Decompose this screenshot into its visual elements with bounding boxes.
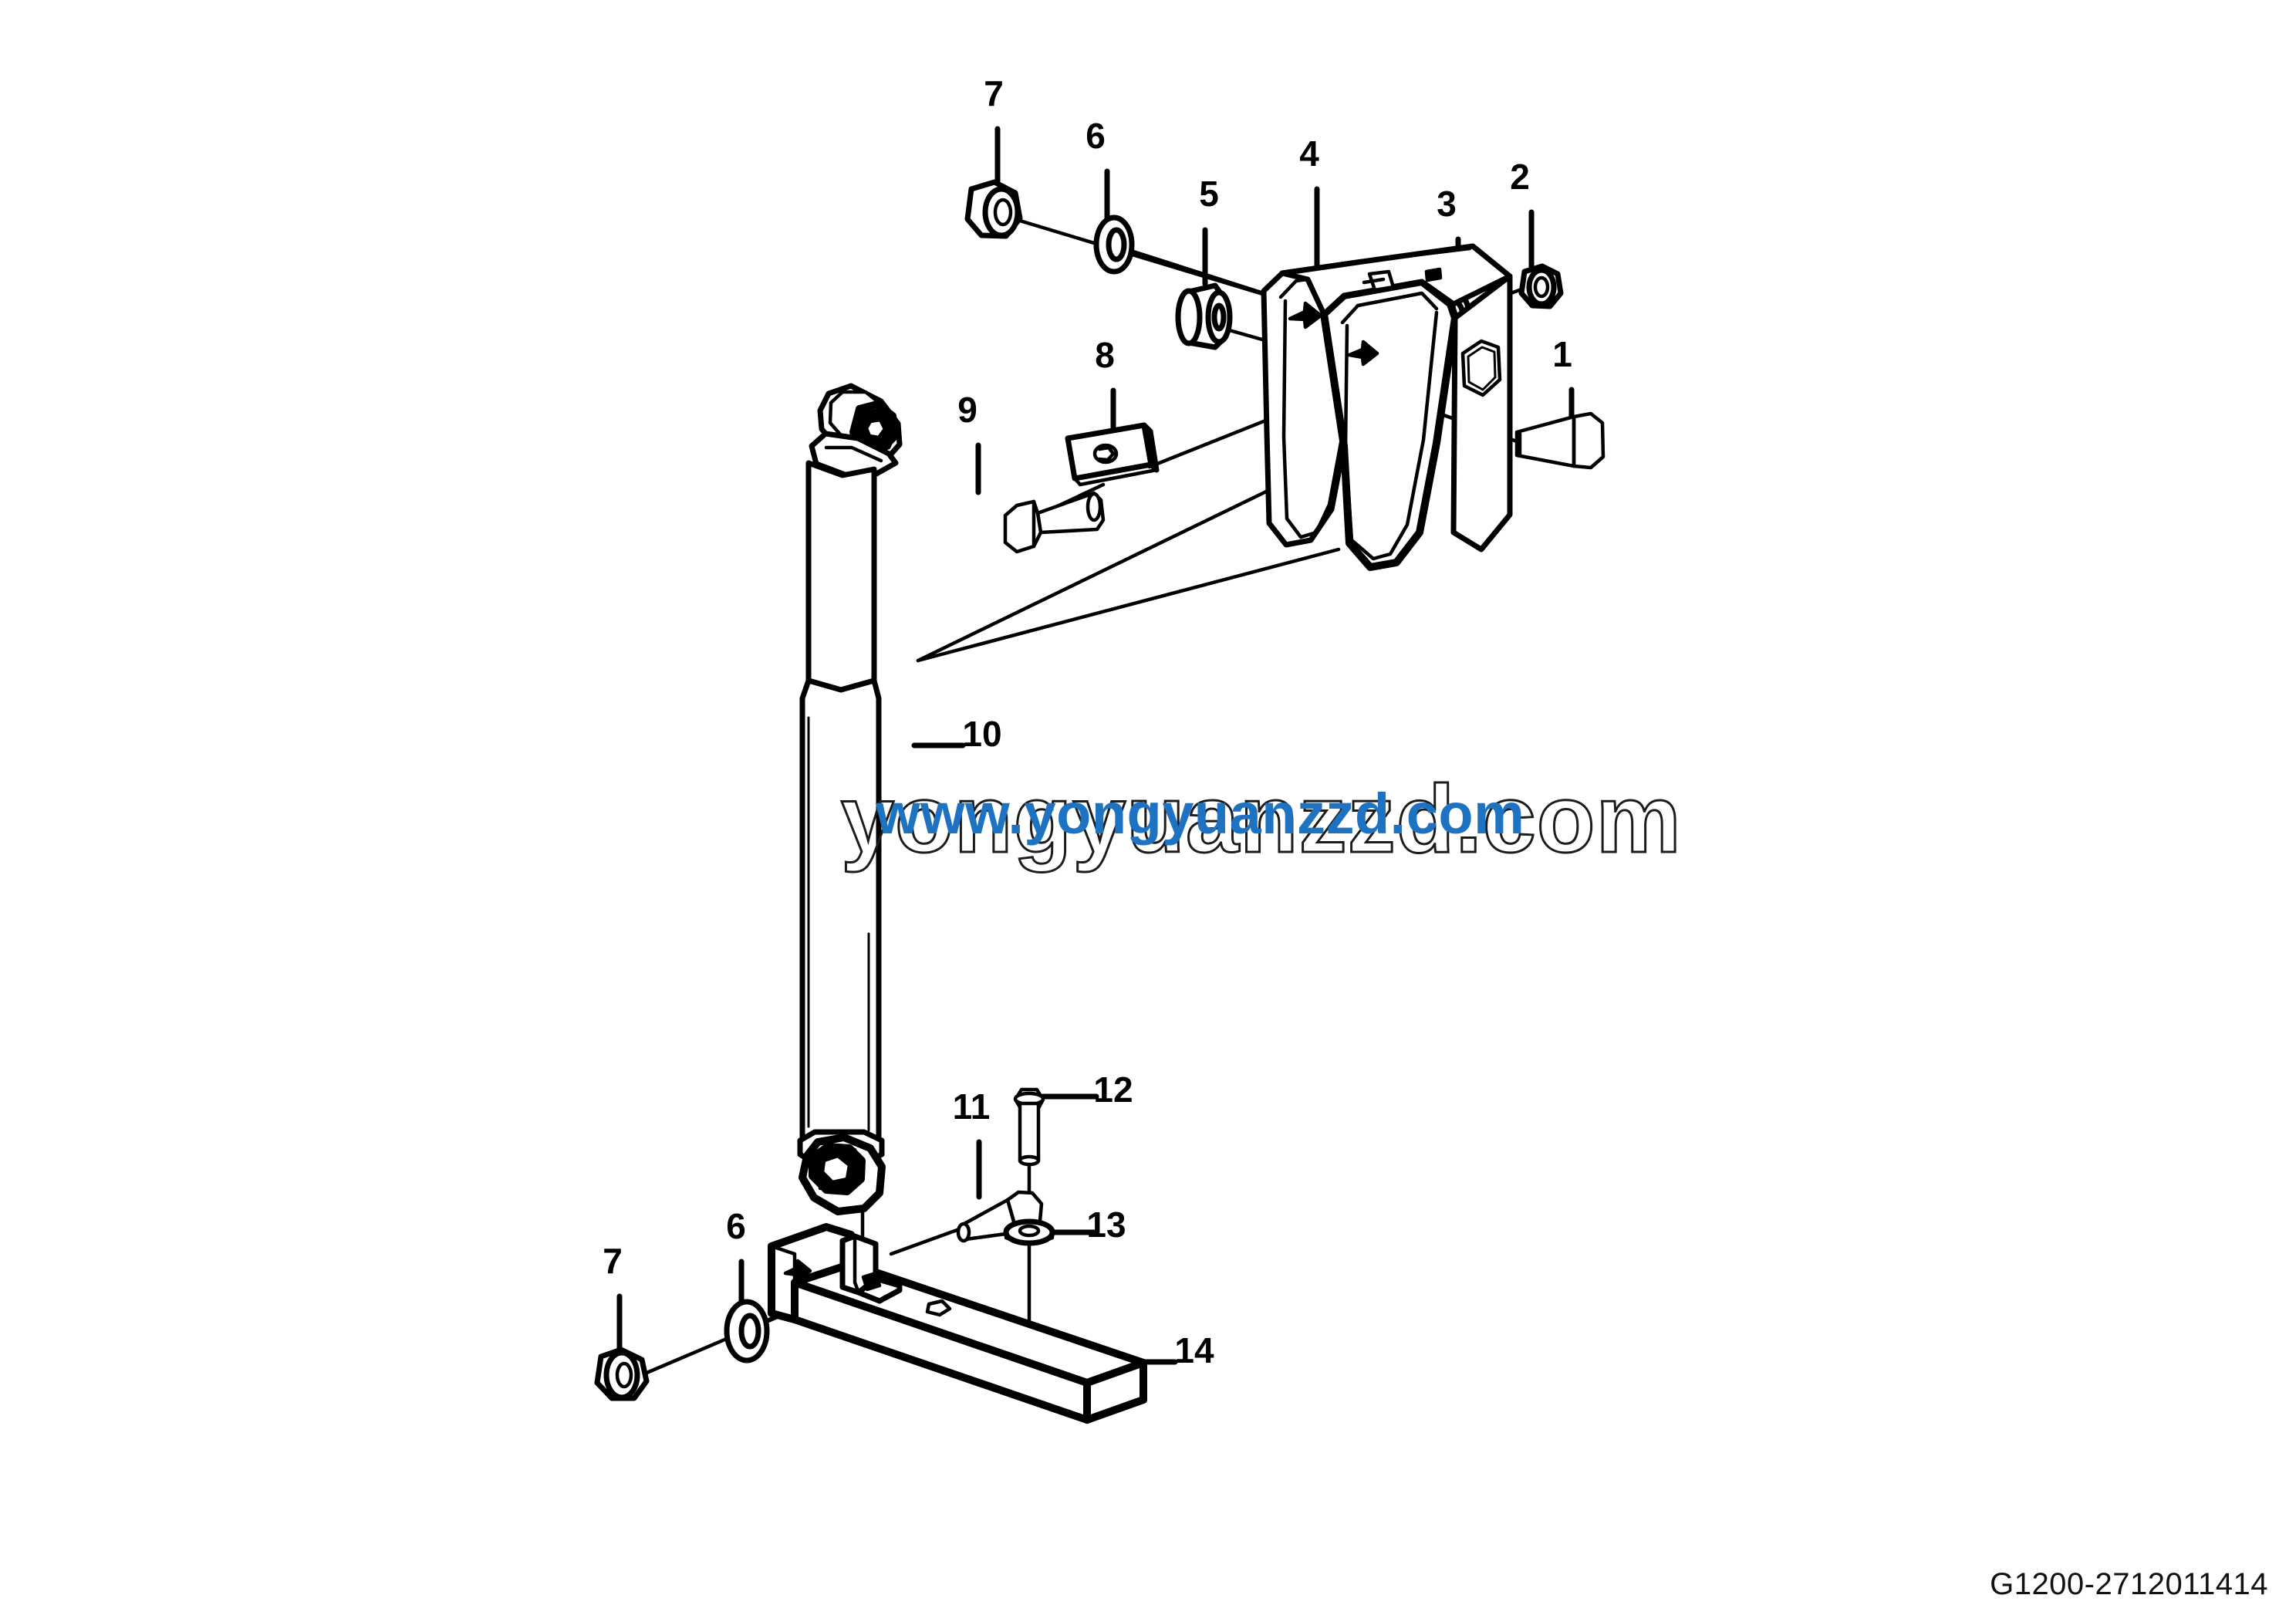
part-code-label: G1200-2712011414	[1990, 1567, 2268, 1601]
callout-number-12: 12	[1093, 1070, 1133, 1110]
callout-number-4: 4	[1299, 133, 1319, 174]
part-hex-nut-7	[964, 179, 1023, 239]
callout-number-6b: 6	[726, 1206, 746, 1246]
callout-number-13: 13	[1086, 1205, 1126, 1245]
part-hex-nut-7b	[594, 1347, 650, 1401]
callout-number-1: 1	[1552, 334, 1572, 374]
part-flat-washer-6	[1093, 215, 1135, 275]
callout-number-3: 3	[1437, 184, 1457, 224]
part-flat-washer-13	[1003, 1218, 1055, 1246]
part-lower-mounting-bar-14	[768, 1223, 1147, 1424]
part-flat-washer-6b	[724, 1299, 770, 1363]
watermark-group: yongyuanzzd.com www.yongyuanzzd.com	[840, 765, 1683, 874]
part-bushing-sleeve-5	[1175, 282, 1233, 350]
callout-number-10: 10	[962, 714, 1001, 754]
part-hex-bolt-1	[1514, 411, 1606, 470]
callout-number-5: 5	[1199, 174, 1219, 214]
callout-number-2: 2	[1510, 157, 1530, 197]
watermark-link-text: www.yongyuanzzd.com	[875, 782, 1524, 846]
callout-number-7: 7	[984, 73, 1004, 113]
part-hex-bolt-9	[1003, 491, 1106, 554]
part-shock-absorber-10	[797, 383, 903, 1215]
part-mounting-plate-8	[1065, 422, 1160, 487]
callout-number-11: 11	[953, 1086, 991, 1127]
callout-number-8: 8	[1095, 335, 1115, 375]
callout-number-9: 9	[957, 390, 977, 430]
part-upper-bracket-4	[1261, 243, 1513, 571]
callout-number-14: 14	[1174, 1330, 1214, 1370]
part-hex-nut-2	[1518, 263, 1564, 309]
callout-number-7b: 7	[603, 1241, 623, 1281]
callout-number-6: 6	[1086, 116, 1106, 156]
watermark-outline-text: yongyuanzzd.com	[841, 766, 1682, 873]
